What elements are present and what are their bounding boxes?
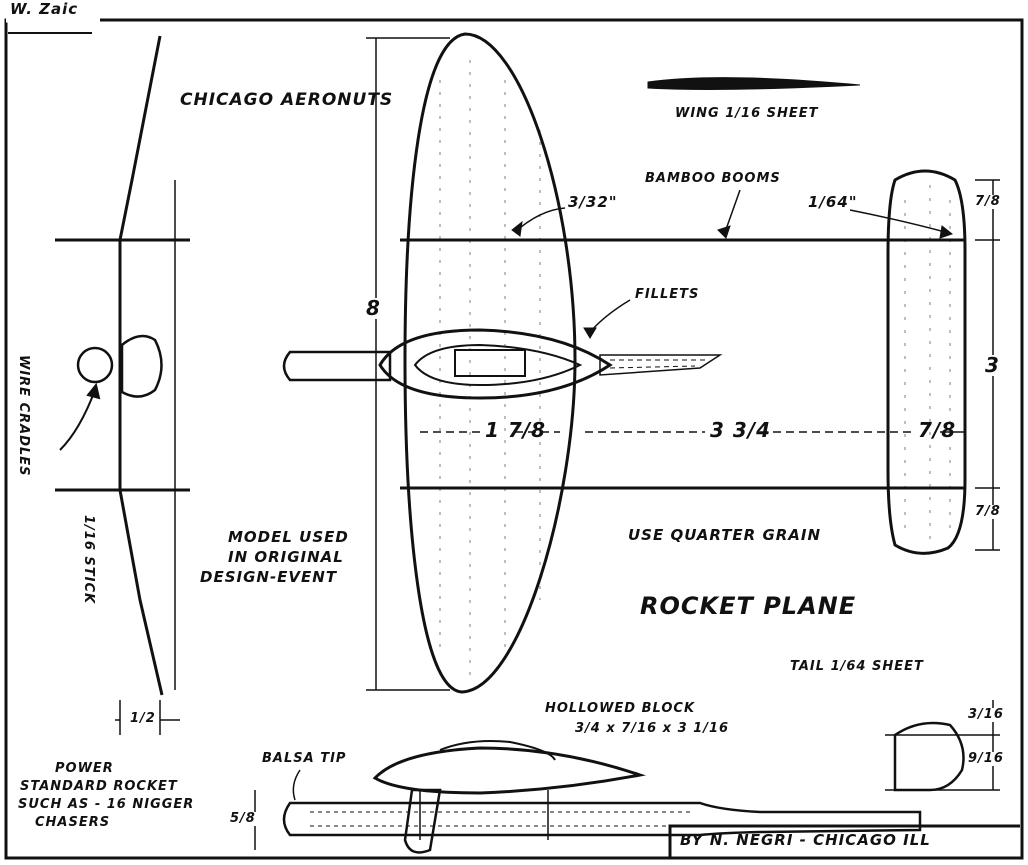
wing-airfoil <box>647 77 861 90</box>
cockpit <box>454 349 526 377</box>
hollowed-block-label: HOLLOWED BLOCK <box>545 701 696 716</box>
credit-box <box>668 824 1020 858</box>
side-fin <box>893 721 965 792</box>
front-wing-upper <box>118 35 162 241</box>
quarter-grain-label: USE QUARTER GRAIN <box>628 526 822 544</box>
power-line-1: POWER <box>55 761 114 776</box>
page-border <box>4 18 1024 860</box>
front-canopy <box>120 334 163 398</box>
side-wing-body <box>372 746 646 795</box>
stick-label: 1/16 STICK <box>81 515 96 605</box>
boom-leader-right <box>849 209 946 233</box>
exhaust <box>599 354 723 376</box>
model-used-line-3: DESIGN-EVENT <box>200 568 338 586</box>
header-label: CHICAGO AERONUTS <box>180 90 394 110</box>
side-fuselage <box>282 801 922 837</box>
fuselage-body <box>378 328 613 400</box>
bamboo-booms-label: BAMBOO BOOMS <box>645 171 781 186</box>
power-line-3: SUCH AS - 16 NIGGER <box>18 797 195 812</box>
top-view <box>282 32 1000 694</box>
signature: W. Zaic <box>10 0 79 18</box>
balsa-tip-label: BALSA TIP <box>262 751 347 766</box>
dim-tail-top: 7/8 <box>975 194 1001 209</box>
dim-side-tail-bottom: 9/16 <box>968 751 1004 766</box>
fillets-label: FILLETS <box>635 287 700 302</box>
title: ROCKET PLANE <box>640 592 857 620</box>
dim-side-width: 1/2 <box>130 711 156 726</box>
front-nose <box>76 346 114 384</box>
front-wing-lower <box>118 489 164 696</box>
dim-side-tail-top: 3/16 <box>968 707 1004 722</box>
model-used-line-2: IN ORIGINAL <box>228 548 344 566</box>
tail-sheet-label: TAIL 1/64 SHEET <box>790 659 924 674</box>
wire-cradle-arrow <box>59 389 96 451</box>
power-line-4: CHASERS <box>35 815 111 830</box>
front-view <box>55 35 190 735</box>
block-dims-label: 3/4 x 7/16 x 3 1/16 <box>575 721 730 736</box>
balsa-tip-leader <box>292 769 301 801</box>
fuselage-nose <box>282 350 392 382</box>
fillets-leader <box>589 299 631 333</box>
power-line-2: STANDARD ROCKET <box>20 779 178 794</box>
dim-boom-left: 3/32" <box>568 193 618 211</box>
dim-side-left: 5/8 <box>230 811 256 826</box>
model-used-line-1: MODEL USED <box>228 528 349 546</box>
dim-tail-chord: 7/8 <box>918 418 957 442</box>
dim-span: 8 <box>366 296 381 320</box>
side-rocket <box>403 788 442 854</box>
tail-plane <box>886 169 967 555</box>
side-view <box>254 700 1020 858</box>
wire-cradles-label: WIRE CRADLES <box>16 355 31 477</box>
dim-tail-bottom: 7/8 <box>975 504 1001 519</box>
side-canopy <box>439 740 556 761</box>
dim-wing-chord: 1 7/8 <box>485 418 547 442</box>
main-wing <box>403 32 577 694</box>
dim-boom-right: 1/64" <box>808 193 858 211</box>
dim-tail-span: 3 <box>985 353 1000 377</box>
dim-boom-gap: 3 3/4 <box>710 418 772 442</box>
fuselage-inner <box>413 343 583 387</box>
credit-label: BY N. NEGRI - CHICAGO ILL <box>680 831 931 849</box>
wing-sheet-label: WING 1/16 SHEET <box>675 106 819 121</box>
